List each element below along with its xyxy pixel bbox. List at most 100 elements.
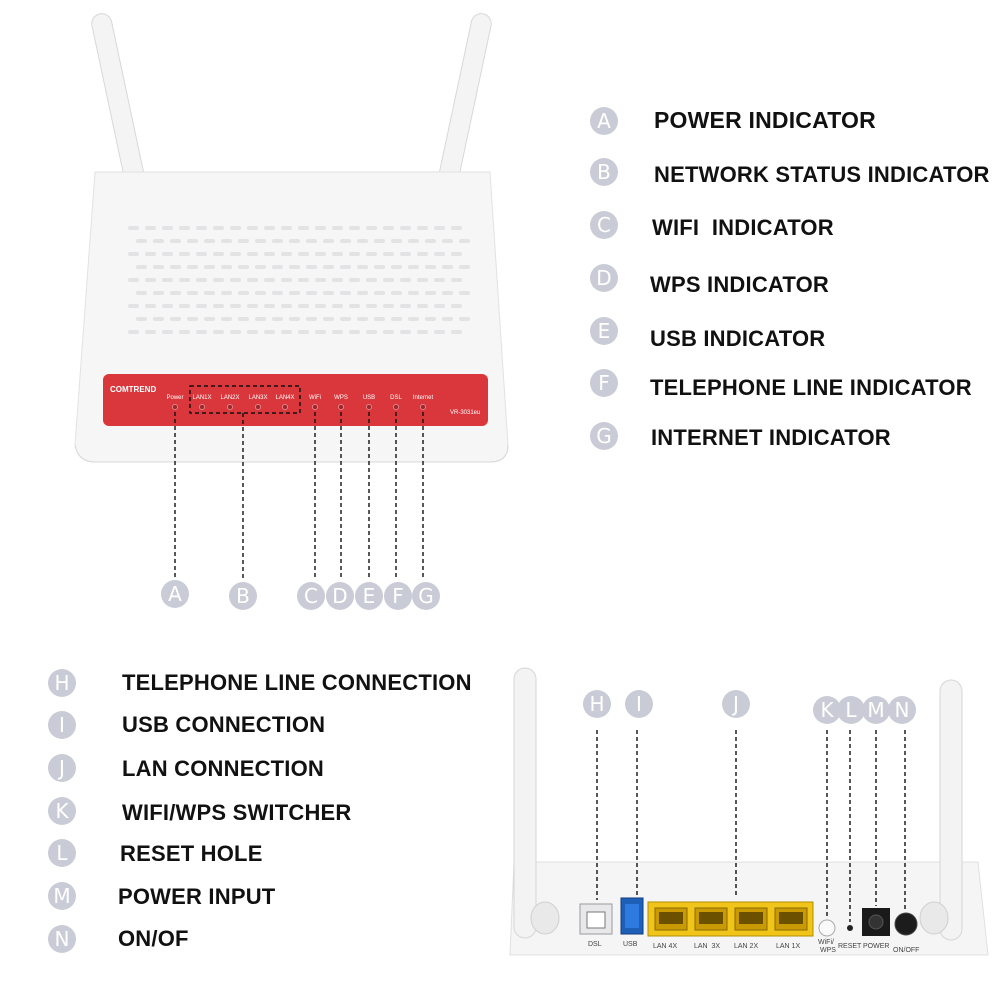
led-label-lan1x: LAN1X	[192, 395, 211, 401]
vent-slot	[417, 226, 428, 230]
vent-slot	[281, 304, 292, 308]
callout-g: G	[412, 582, 440, 610]
vent-slot	[204, 317, 215, 321]
vent-slot	[255, 291, 266, 295]
label-lan4: LAN 4X	[653, 943, 677, 950]
vent-slot	[272, 265, 283, 269]
vent-slot	[230, 330, 241, 334]
vent-slot	[264, 330, 275, 334]
vent-slot	[315, 330, 326, 334]
vent-slot	[264, 252, 275, 256]
vent-slot	[145, 252, 156, 256]
vent-slot	[298, 304, 309, 308]
vent-slot	[221, 239, 232, 243]
vent-slot	[213, 252, 224, 256]
vent-slot	[187, 291, 198, 295]
right-back-antenna	[939, 679, 963, 941]
vent-slot	[136, 265, 147, 269]
front-leader-lines	[174, 412, 424, 580]
legend-label-m: POWER INPUT	[118, 884, 276, 909]
vent-slot	[230, 226, 241, 230]
led-label-lan2x: LAN2X	[220, 395, 239, 401]
wifi-wps-button	[818, 919, 836, 937]
led-lan2x	[227, 404, 233, 410]
vent-slot	[400, 252, 411, 256]
vent-slot	[128, 330, 139, 334]
callout-e: E	[355, 582, 383, 610]
legend-badge-c: C	[590, 211, 618, 239]
vent-slot	[451, 330, 462, 334]
vent-slot	[264, 304, 275, 308]
vent-slot	[425, 291, 436, 295]
legend-badge-d: D	[590, 264, 618, 292]
vent-slot	[145, 226, 156, 230]
legend-label-i: USB CONNECTION	[122, 712, 326, 737]
vent-slot	[417, 330, 428, 334]
vent-slot	[349, 304, 360, 308]
vent-slot	[179, 252, 190, 256]
vent-slot	[153, 317, 164, 321]
vent-slot	[417, 278, 428, 282]
vent-slot	[136, 291, 147, 295]
vent-slot	[298, 330, 309, 334]
vent-slot	[442, 291, 453, 295]
vent-slot	[221, 291, 232, 295]
lan-port-opening	[779, 912, 803, 924]
vent-slot	[153, 265, 164, 269]
vent-slot	[332, 304, 343, 308]
vent-slot	[264, 278, 275, 282]
vent-slot	[247, 252, 258, 256]
vent-slot	[332, 226, 343, 230]
vent-slot	[306, 239, 317, 243]
led-label-wifi: WiFi	[309, 395, 321, 401]
vent-slot	[272, 239, 283, 243]
vent-slot	[400, 278, 411, 282]
vent-slot	[442, 317, 453, 321]
vent-slot	[400, 304, 411, 308]
vent-slot	[281, 226, 292, 230]
led-power	[172, 404, 178, 410]
callout-h: H	[583, 690, 611, 718]
label-power: POWER	[863, 943, 889, 950]
vent-slot	[179, 226, 190, 230]
vent-slot	[383, 330, 394, 334]
label-lan1: LAN 1X	[776, 943, 800, 950]
vent-slot	[425, 265, 436, 269]
vent-slot	[145, 304, 156, 308]
led-internet	[420, 404, 426, 410]
callout-i: I	[625, 690, 653, 718]
vent-slot	[213, 226, 224, 230]
legend-label-l: RESET HOLE	[120, 841, 263, 866]
vent-slot	[417, 304, 428, 308]
label-wifi: WiFi/	[818, 939, 834, 946]
vent-slot	[315, 226, 326, 230]
vent-slot	[408, 317, 419, 321]
vent-slot	[366, 304, 377, 308]
legend-badge-n: N	[48, 925, 76, 953]
label-wps: WPS	[820, 947, 836, 954]
callout-l: L	[837, 696, 865, 724]
vent-slot	[383, 226, 394, 230]
vent-slot	[425, 317, 436, 321]
vent-slot	[391, 265, 402, 269]
legend-label-h: TELEPHONE LINE CONNECTION	[122, 670, 472, 695]
vent-slot	[383, 252, 394, 256]
vent-slot	[196, 330, 207, 334]
vent-grid	[128, 226, 470, 334]
callout-d: D	[326, 582, 354, 610]
legend-label-c: WIFI INDICATOR	[652, 215, 834, 240]
led-panel	[103, 374, 488, 426]
vent-slot	[128, 304, 139, 308]
vent-slot	[315, 304, 326, 308]
vent-slot	[408, 239, 419, 243]
vent-slot	[204, 265, 215, 269]
lan-port-opening	[659, 912, 683, 924]
vent-slot	[366, 226, 377, 230]
vent-slot	[349, 330, 360, 334]
vent-slot	[238, 291, 249, 295]
label-usb: USB	[623, 941, 638, 948]
led-label-usb: USB	[363, 395, 375, 401]
vent-slot	[196, 278, 207, 282]
vent-slot	[434, 304, 445, 308]
vent-slot	[383, 304, 394, 308]
